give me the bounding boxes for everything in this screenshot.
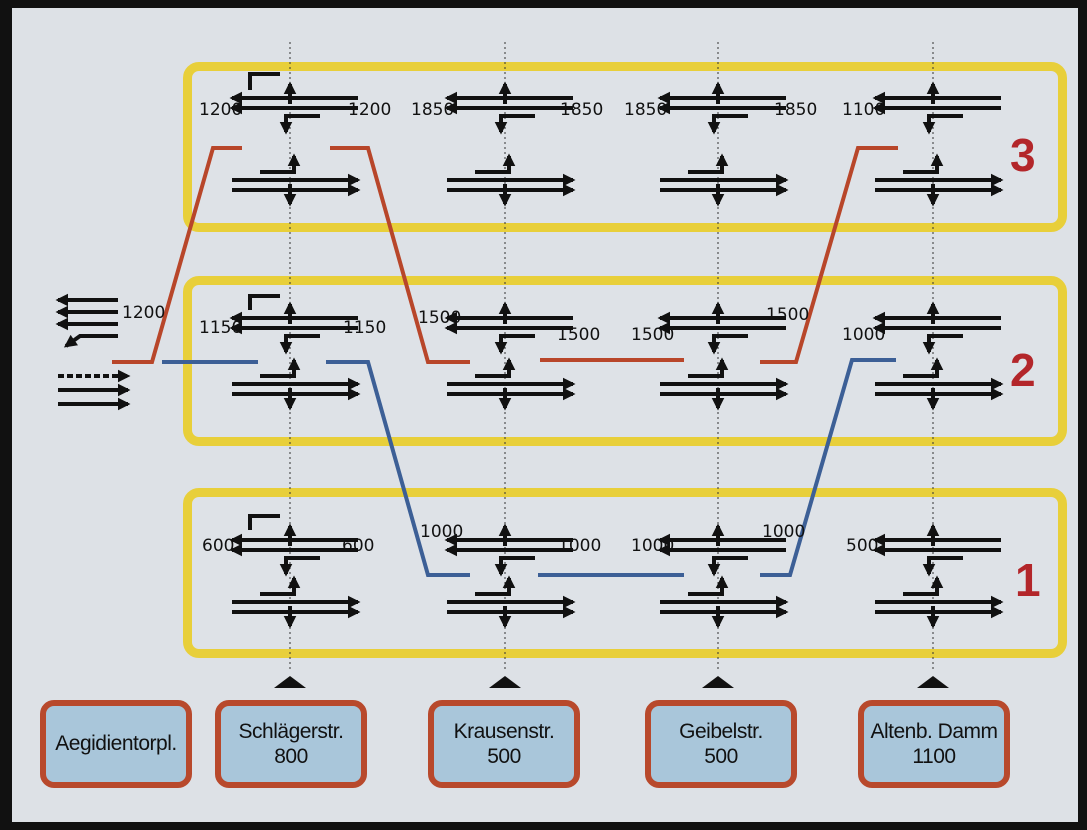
label-l3-krausen-left: 1850 — [411, 100, 455, 120]
level-1-number: 1 — [1015, 554, 1041, 606]
red-route-east-schlager — [330, 146, 470, 364]
station-axis-lines — [289, 42, 934, 672]
l2-schlager-upper-branch-down — [279, 334, 320, 355]
label-l3-geibel-left: 1850 — [624, 100, 668, 120]
l1-altenb-upper-branch-down — [922, 556, 963, 577]
red-route-west — [112, 146, 242, 364]
l3-schlager-upper-branch-down — [279, 114, 320, 135]
level-2-number: 2 — [1010, 344, 1036, 396]
red-route-to-altenb — [760, 146, 898, 364]
l2-altenb-lower-branch-up — [903, 357, 944, 378]
station-name: Krausenstr. — [453, 719, 555, 743]
station-geibelstrasse: Geibelstr. 500 — [645, 700, 797, 788]
l1-schlager-lower-branch-up — [260, 575, 301, 596]
l3-krausen-upper-branch-down — [494, 114, 535, 135]
l3-geibel-upper-branch-down — [707, 114, 748, 135]
label-l3-krausen-right: 1850 — [560, 100, 604, 120]
l2-schlager-lower-branch-up — [260, 357, 301, 378]
station-depth: 1100 — [912, 745, 956, 768]
aegid-track-west-d — [63, 334, 118, 348]
l3-schlager-hook — [248, 72, 280, 90]
l1-geibel-upper-branch-down — [707, 556, 748, 577]
label-l1-geibel-left: 1000 — [631, 536, 675, 556]
label-l1-schlager-right: 600 — [342, 536, 375, 556]
label-l1-schlager-left: 600 — [202, 536, 235, 556]
label-l3-schlager-right: 1200 — [348, 100, 392, 120]
station-schlagerstrasse: Schlägerstr. 800 — [215, 700, 367, 788]
label-l2-geibel-right: 1500 — [766, 305, 810, 325]
l2-krausen-lower-branch-up — [475, 357, 516, 378]
station-pointer-geibel — [702, 676, 734, 688]
l3-geibel-lower-branch-up — [688, 153, 729, 174]
l1-schlager-hook — [248, 514, 280, 530]
l3-krausen-lower-branch-up — [475, 153, 516, 174]
label-l1-altenb-left: 500 — [846, 536, 879, 556]
l3-schlager-lower-branch-up — [260, 153, 301, 174]
label-l2-krausen-left: 1500 — [418, 308, 462, 328]
l1-schlager-upper-branch-down — [279, 556, 320, 577]
blue-route-schlager-down — [326, 360, 470, 577]
station-name: Aegidientorpl. — [55, 732, 177, 756]
station-depth: 500 — [487, 745, 521, 768]
label-aegid-right: 1200 — [122, 303, 166, 323]
label-l2-schlager-left: 1150 — [199, 318, 243, 338]
station-pointer-schlager — [274, 676, 306, 688]
l1-krausen-lower-branch-up — [475, 575, 516, 596]
l2-schlager-hook — [248, 294, 280, 310]
label-l1-geibel-right: 1000 — [762, 522, 806, 542]
station-pointer-altenb — [917, 676, 949, 688]
track-symbols — [55, 72, 1004, 629]
label-l2-schlager-right: 1150 — [343, 318, 387, 338]
l1-altenb-lower-branch-up — [903, 575, 944, 596]
label-l3-geibel-right: 1850 — [774, 100, 818, 120]
blue-route-up-to-altenb — [760, 358, 896, 577]
station-altenbekener-damm: Altenb. Damm 1100 — [858, 700, 1010, 788]
l2-geibel-lower-branch-up — [688, 357, 729, 378]
l2-krausen-upper-branch-down — [494, 334, 535, 355]
level-3-number: 3 — [1010, 129, 1036, 181]
label-l3-schlager-left: 1200 — [199, 100, 243, 120]
station-krausenstrasse: Krausenstr. 500 — [428, 700, 580, 788]
label-l3-altenb-left: 1100 — [842, 100, 886, 120]
label-l1-krausen-left: 1000 — [420, 522, 464, 542]
l1-geibel-lower-branch-up — [688, 575, 729, 596]
l1-krausen-upper-branch-down — [494, 556, 535, 577]
station-name: Geibelstr. — [679, 719, 763, 743]
station-name: Schlägerstr. — [238, 719, 344, 743]
l3-altenb-lower-branch-up — [903, 153, 944, 174]
label-l2-geibel-left: 1500 — [631, 325, 675, 345]
l3-altenb-upper-branch-down — [922, 114, 963, 135]
l2-geibel-upper-branch-down — [707, 334, 748, 355]
l2-altenb-upper-branch-down — [922, 334, 963, 355]
station-pointer-krausen — [489, 676, 521, 688]
label-l1-krausen-right: 1000 — [558, 536, 602, 556]
station-depth: 500 — [704, 745, 738, 768]
station-depth: 800 — [274, 745, 308, 768]
label-l2-krausen-right: 1500 — [557, 325, 601, 345]
station-name: Altenb. Damm — [870, 719, 998, 743]
station-aegidientorplatz: Aegidientorpl. — [40, 700, 192, 788]
label-l2-altenb-left: 1000 — [842, 325, 886, 345]
